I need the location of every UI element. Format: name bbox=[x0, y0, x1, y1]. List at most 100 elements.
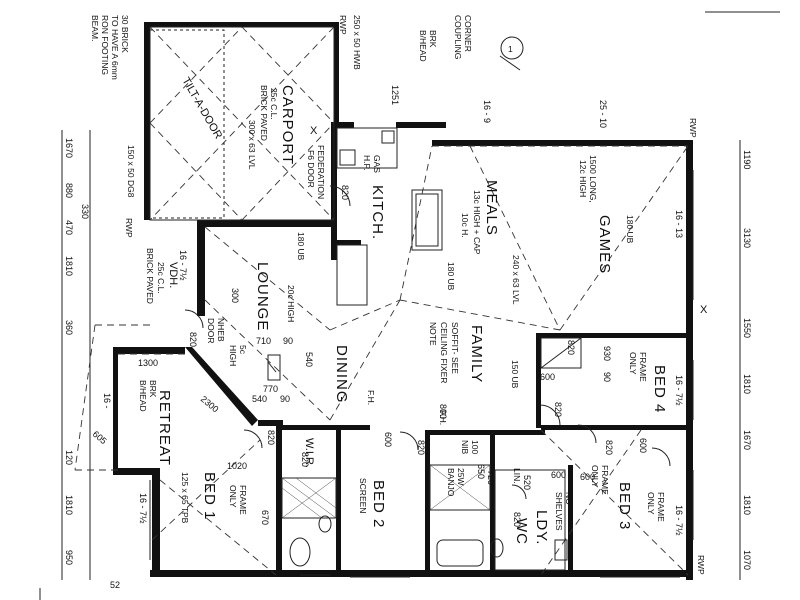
dim-inner: 820 bbox=[566, 340, 576, 355]
federation-note: F6 DOOR bbox=[306, 150, 316, 188]
frame-only-note: ONLY bbox=[646, 492, 656, 515]
rwp-note: RWP bbox=[696, 555, 706, 575]
dim-left: 1670 bbox=[64, 138, 74, 158]
frame-only-note: ONLY bbox=[228, 485, 238, 508]
dim-inner: 770 bbox=[263, 384, 278, 394]
nib-note: 100 bbox=[470, 440, 480, 454]
dim-inner: 16 - 7½ bbox=[138, 493, 148, 524]
dim-right: 1190 bbox=[742, 150, 752, 169]
dim-inner: 820 bbox=[340, 185, 350, 200]
dim-inner: 820 bbox=[553, 402, 563, 417]
frame-only-note: ONLY bbox=[590, 465, 600, 488]
nheb-door-note: DOOR bbox=[206, 318, 216, 344]
family-note: SOFFIT- SEE bbox=[450, 322, 460, 374]
section-marker-x: X bbox=[310, 125, 318, 137]
dim-right: 1070 bbox=[742, 550, 752, 570]
retreat-brk-note: B/HEAD bbox=[138, 380, 148, 412]
family-note: NOTE bbox=[428, 322, 438, 346]
corner-note: CORNER bbox=[463, 15, 473, 52]
dim-inner: 16 - 7½ bbox=[178, 250, 188, 281]
frame-only-note: FRAME bbox=[238, 485, 248, 515]
dim-inner: 90 bbox=[602, 372, 612, 382]
gas-note: H.P. bbox=[362, 155, 372, 170]
section-markers: X X bbox=[310, 125, 708, 316]
frame-only-note: ONLY bbox=[628, 352, 638, 375]
brk-head-note: BRK bbox=[428, 30, 438, 48]
banjo-note: 25W bbox=[456, 468, 466, 485]
dim-left-total: 330 bbox=[80, 204, 90, 219]
dim-inner: 820 bbox=[512, 512, 522, 527]
dim-top: 16 - 13 bbox=[674, 210, 684, 238]
room-carport-label: CARPORT bbox=[279, 85, 296, 165]
room-family-label: FAMILY bbox=[468, 325, 485, 383]
dim-left: 950 bbox=[64, 550, 74, 565]
dim-right: 3130 bbox=[742, 228, 752, 248]
brick-note-line: BEAM. bbox=[90, 15, 100, 41]
meals-note: 10c H. bbox=[460, 213, 470, 238]
room-bed4-label: BED 4 bbox=[651, 365, 668, 413]
fh-note: F.H. bbox=[438, 410, 448, 425]
room-verandah-label: VDH. bbox=[167, 262, 179, 288]
rwp-note: RWP bbox=[338, 15, 348, 35]
no-shelves-note: NO bbox=[564, 492, 574, 505]
dim-inner: 930 bbox=[602, 346, 612, 361]
banjo-note: BANJO bbox=[446, 468, 456, 497]
dim-inner: 820 bbox=[188, 332, 198, 347]
no-shelves-note: SHELVES bbox=[554, 492, 564, 531]
brick-note-line: TO HAVE A 6mm bbox=[110, 15, 120, 80]
sheet-number: 1 bbox=[508, 44, 513, 54]
dim-inner: 16 - bbox=[102, 393, 112, 409]
room-bed3-label: BED 3 bbox=[616, 482, 633, 530]
dim-inner: 605 bbox=[91, 429, 109, 446]
carport-note: 25c C.L. bbox=[269, 88, 279, 120]
dim-inner: 90 bbox=[280, 394, 290, 404]
rwp-note: RWP bbox=[124, 218, 134, 238]
ub180-note: 180 UB bbox=[296, 232, 306, 261]
dim-top: 16 - 9 bbox=[482, 100, 492, 123]
lin-note: LIN. bbox=[512, 468, 522, 484]
ub150-note: 150 UB bbox=[510, 360, 520, 389]
dim-inner: 1020 bbox=[227, 461, 247, 471]
dim-right: 1810 bbox=[742, 495, 752, 515]
annotations: 1 30 BRICK TO HAVE A 6mm RON FOOTING BEA… bbox=[90, 15, 706, 575]
dim-inner: 600 bbox=[383, 432, 393, 447]
tpb-note: 125 x 65 TPB bbox=[180, 472, 190, 524]
lounge-note: 20c HIGH bbox=[286, 285, 296, 322]
dim-top: 1251 bbox=[390, 85, 400, 105]
dim-left: 120 bbox=[64, 450, 74, 465]
retreat-brk-note: BRK bbox=[148, 380, 158, 398]
dim-inner: 540 bbox=[252, 394, 267, 404]
dim-inner: 540 bbox=[304, 352, 314, 367]
carport-note: BRICK PAVED bbox=[259, 85, 269, 141]
brick-note-line: RON FOOTING bbox=[100, 15, 110, 75]
room-kitchen-label: KITCH. bbox=[369, 185, 386, 240]
brick-note-line: 30 BRICK bbox=[120, 15, 130, 53]
meals-note: 13c HIGH + CAP bbox=[472, 190, 482, 255]
dim-right: 1810 bbox=[742, 374, 752, 394]
ub180-note: 180 UB bbox=[625, 215, 635, 244]
fh-note: F.H. bbox=[366, 390, 376, 405]
room-meals-label: MEALS bbox=[483, 180, 500, 236]
dim-inner: 800 bbox=[438, 404, 448, 419]
dim-inner: 16 - 7½ bbox=[674, 375, 684, 406]
nib-note: NIB bbox=[460, 440, 470, 455]
games-note: 12c HIGH bbox=[578, 160, 588, 197]
frame-only-note: FRAME bbox=[638, 352, 648, 382]
screen-note: SCREEN bbox=[358, 478, 368, 513]
room-ldy-label: LDY. bbox=[533, 510, 550, 545]
room-wc-label: WC bbox=[513, 518, 530, 545]
carport-note: 300 x 63 LVL bbox=[247, 120, 257, 170]
dim-inner: 600 bbox=[638, 438, 648, 453]
dim-inner: 820 bbox=[266, 430, 276, 445]
section-marker-x: X bbox=[700, 304, 708, 316]
post-note: 150 x 50 DG8 bbox=[126, 145, 136, 198]
dim-inner: 650 bbox=[476, 464, 486, 479]
beam-note: 250 x 50 HWB bbox=[352, 15, 362, 70]
dim-inner: 600 bbox=[551, 470, 566, 480]
verandah-note: BRICK PAVED bbox=[145, 248, 155, 304]
frame-only-note: FRAME bbox=[600, 465, 610, 495]
lvl-note: 240 x 63 LVL bbox=[511, 255, 521, 305]
dim-inner: 2300 bbox=[199, 394, 221, 415]
dim-inner: 720 bbox=[486, 470, 496, 485]
dim-inner: 16 - 7½ bbox=[674, 505, 684, 536]
